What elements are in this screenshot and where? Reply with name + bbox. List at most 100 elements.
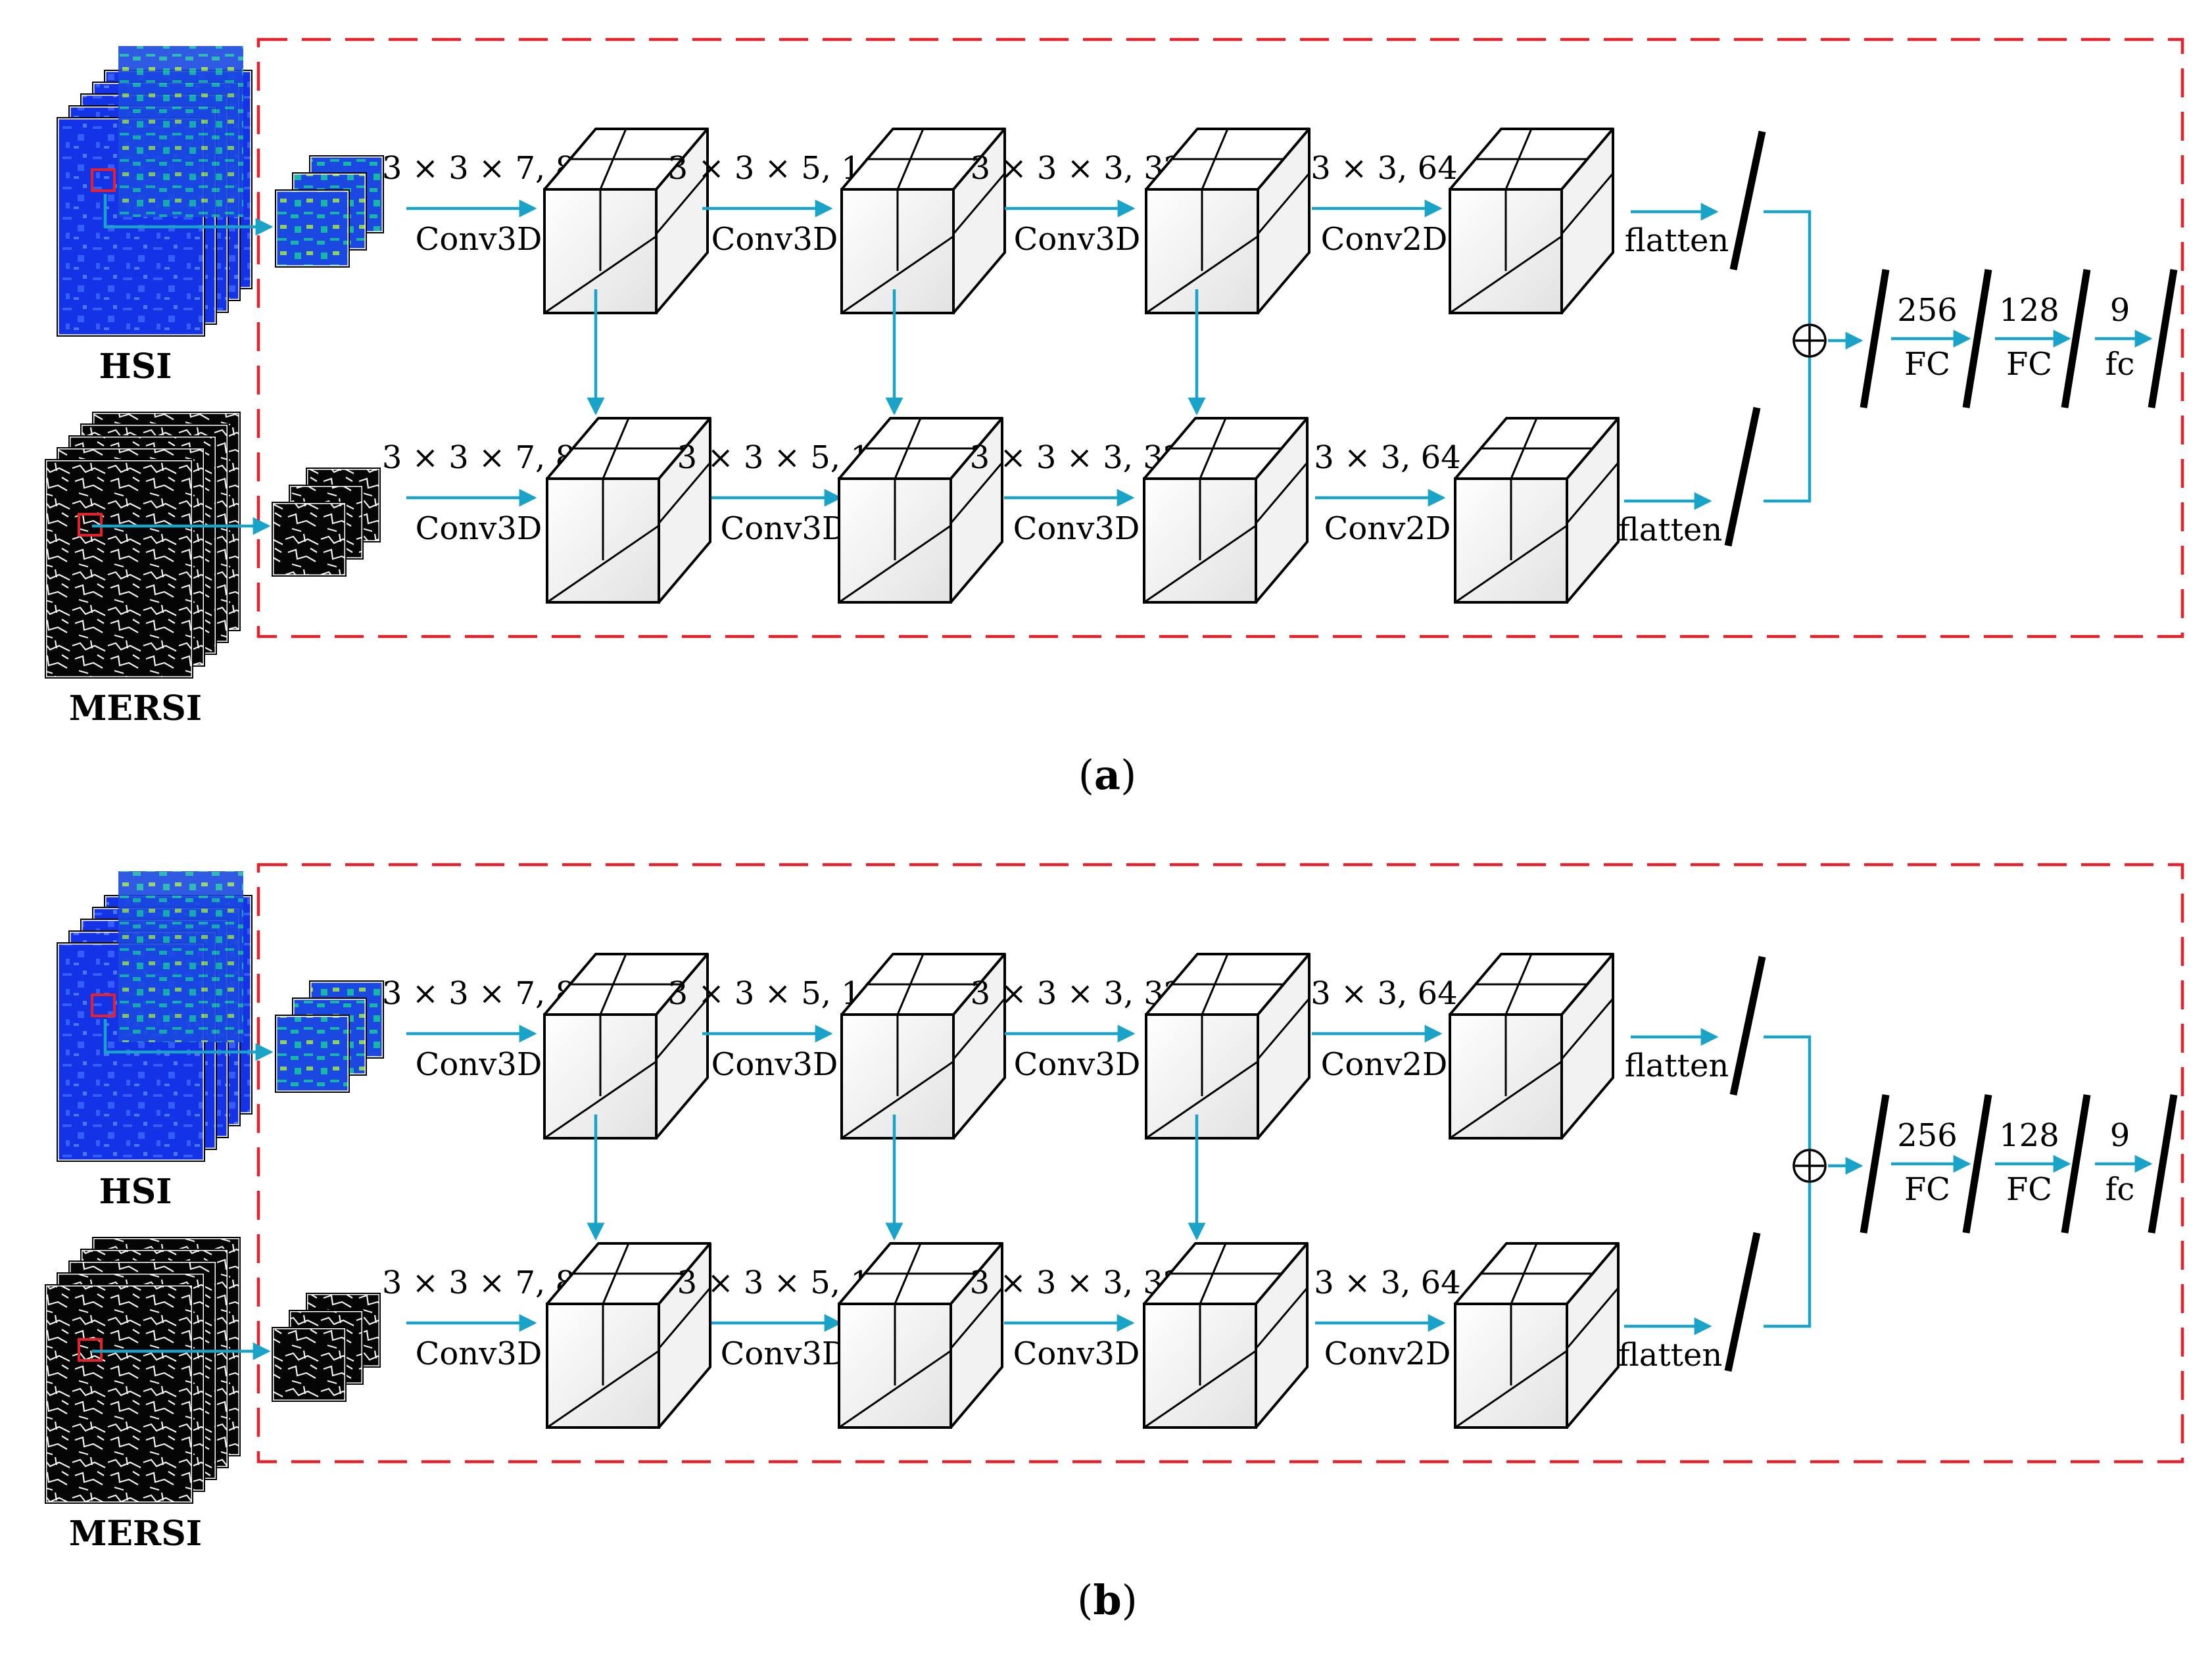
branch1-feature-cube-4 (1449, 953, 1614, 1140)
branch1-layer2-type: Conv3D (711, 221, 838, 258)
branch2-feature-cube-4 (1454, 1242, 1620, 1429)
branch1-feature-cube-3 (1145, 128, 1310, 314)
fc-type-2: FC (2006, 1171, 2052, 1208)
branch2-layer1-type: Conv3D (416, 510, 542, 547)
fc-type-2: FC (2006, 346, 2052, 383)
branch2-layer1-params: 3 × 3 × 7, 8 (382, 439, 575, 476)
branch1-layer4-type: Conv2D (1321, 1046, 1448, 1083)
caption-open: ( (1077, 1576, 1093, 1624)
dashed-frame (256, 37, 2184, 638)
branch2-feature-cube-1 (546, 417, 711, 604)
branch2-layer2-type: Conv3D (721, 1335, 848, 1372)
fc-type-3: fc (2105, 346, 2135, 383)
branch2-layer3-type: Conv3D (1013, 1335, 1140, 1372)
branch1-flatten-vector (1729, 955, 1766, 1096)
fc-units-3: 9 (2110, 1117, 2130, 1154)
branch1-layer1-params: 3 × 3 × 7, 8 (382, 150, 575, 187)
fc-units-3: 9 (2110, 292, 2130, 329)
fc-vector-4 (2148, 1094, 2178, 1234)
hsi-input-arrow (103, 194, 274, 236)
branch2-layer2-type: Conv3D (721, 510, 848, 547)
branch1-flatten-label: flatten (1625, 222, 1729, 259)
branch2-feature-cube-2 (838, 417, 1003, 604)
branch2-feature-cube-2 (838, 1242, 1003, 1429)
fc-vector-3 (2061, 269, 2091, 408)
hsi-roi-box (91, 168, 116, 192)
fc-units-2: 128 (1999, 292, 2059, 329)
branch2-flatten-label: flatten (1618, 512, 1723, 548)
fc-vector-1 (1860, 1094, 1890, 1234)
branch1-flatten-label: flatten (1625, 1047, 1729, 1084)
branch1-feature-cube-1 (543, 953, 709, 1140)
hsi-label: HSI (99, 347, 172, 387)
branch2-feature-cube-3 (1143, 1242, 1309, 1429)
fc-units-2: 128 (1999, 1117, 2059, 1154)
branch1-layer2-params: 3 × 3 × 5, 16 (668, 150, 882, 187)
branch2-flatten-label: flatten (1618, 1337, 1723, 1374)
fc-type-1: FC (1904, 1171, 1950, 1208)
fc-vector-4 (2148, 269, 2178, 408)
fc-vector-2 (1962, 269, 1992, 408)
branch2-layer4-type: Conv2D (1324, 1335, 1451, 1372)
fusion-connector (1764, 210, 1812, 503)
branch1-feature-cube-4 (1449, 128, 1614, 314)
branch2-layer4-params: 3 × 3, 64 (1314, 439, 1460, 476)
branch2-layer3-params: 3 × 3 × 3, 32 (970, 1264, 1184, 1301)
mersi-patch-stack (272, 1293, 381, 1402)
branch1-feature-cube-2 (840, 128, 1006, 314)
mersi-image-stack (45, 1237, 241, 1504)
branch1-layer3-params: 3 × 3 × 3, 32 (971, 975, 1184, 1012)
branch1-feature-cube-1 (543, 128, 709, 314)
branch1-feature-cube-2 (840, 953, 1006, 1140)
fc-type-1: FC (1904, 346, 1950, 383)
branch1-layer1-type: Conv3D (416, 1046, 542, 1083)
mersi-label: MERSI (69, 1514, 202, 1554)
branch1-layer2-type: Conv3D (711, 1046, 838, 1083)
mersi-label: MERSI (69, 688, 202, 729)
branch2-feature-cube-3 (1143, 417, 1309, 604)
branch1-layer4-type: Conv2D (1321, 221, 1448, 258)
caption-close: ) (1122, 1576, 1138, 1624)
hsi-roi-box (91, 994, 116, 1017)
branch1-layer1-type: Conv3D (416, 221, 542, 258)
branch2-flatten-vector (1724, 406, 1761, 547)
caption-letter: a (1094, 751, 1120, 799)
fusion-connector (1764, 1035, 1812, 1328)
branch2-feature-cube-1 (546, 1242, 711, 1429)
branch1-flatten-vector (1729, 130, 1766, 271)
branch2-layer4-params: 3 × 3, 64 (1314, 1264, 1460, 1301)
hsi-patch-stack (275, 980, 384, 1093)
branch2-flatten-vector (1724, 1232, 1761, 1372)
branch2-layer3-params: 3 × 3 × 3, 32 (970, 439, 1184, 476)
fc-vector-3 (2061, 1094, 2091, 1234)
branch1-layer4-params: 3 × 3, 64 (1310, 975, 1457, 1012)
branch1-layer4-params: 3 × 3, 64 (1310, 150, 1457, 187)
caption-close: ) (1120, 751, 1136, 799)
fc-units-1: 256 (1897, 292, 1958, 329)
hsi-label: HSI (99, 1172, 172, 1212)
fc-units-1: 256 (1897, 1117, 1958, 1154)
panel-caption: (b) (1077, 1576, 1138, 1624)
dashed-frame (256, 863, 2184, 1464)
branch2-layer3-type: Conv3D (1013, 510, 1140, 547)
fc-type-3: fc (2105, 1171, 2135, 1208)
branch1-layer3-type: Conv3D (1014, 221, 1141, 258)
fc-vector-1 (1860, 269, 1890, 408)
branch1-feature-cube-3 (1145, 953, 1310, 1140)
branch1-layer1-params: 3 × 3 × 7, 8 (382, 975, 575, 1012)
branch1-layer3-type: Conv3D (1014, 1046, 1141, 1083)
fc-vector-2 (1962, 1094, 1992, 1234)
branch1-layer3-params: 3 × 3 × 3, 32 (971, 150, 1184, 187)
mersi-image-stack (45, 412, 241, 679)
branch2-feature-cube-4 (1454, 417, 1620, 604)
caption-open: ( (1078, 751, 1094, 799)
branch2-layer1-type: Conv3D (416, 1335, 542, 1372)
panel-caption: (a) (1078, 751, 1137, 799)
hsi-input-arrow (103, 1019, 274, 1061)
caption-letter: b (1093, 1576, 1121, 1624)
branch2-layer4-type: Conv2D (1324, 510, 1451, 547)
mersi-patch-stack (272, 468, 381, 577)
hsi-patch-stack (275, 155, 384, 268)
branch1-layer2-params: 3 × 3 × 5, 16 (668, 975, 882, 1012)
